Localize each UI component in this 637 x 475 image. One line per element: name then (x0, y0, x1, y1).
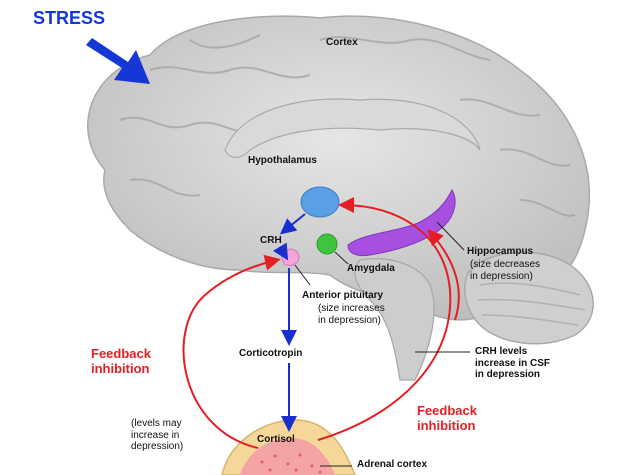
feedback-inhibition-right-label: Feedback inhibition (417, 404, 477, 434)
hypothalamus-label: Hypothalamus (248, 155, 317, 167)
amygdala-label: Amygdala (347, 263, 395, 275)
cortisol-note: (levels may increase in depression) (131, 418, 183, 453)
corticotropin-label: Corticotropin (239, 348, 302, 360)
hypothalamus-shape (301, 187, 339, 217)
hippocampus-label: Hippocampus (467, 246, 533, 258)
crh-label: CRH (260, 235, 282, 247)
anterior-pituitary-note: (size increases in depression) (318, 303, 385, 326)
cortex-label: Cortex (326, 37, 358, 49)
stress-arrow (86, 38, 150, 84)
anterior-pituitary-label: Anterior pituitary (302, 290, 383, 302)
stress-label: STRESS (33, 8, 105, 29)
hippocampus-note: (size decreases in depression) (470, 259, 540, 282)
feedback-inhibition-left-label: Feedback inhibition (91, 347, 151, 377)
adrenal-cortex-label: Adrenal cortex (357, 459, 427, 471)
amygdala-shape (317, 234, 337, 254)
crh-levels-label: CRH levels increase in CSF in depression (475, 346, 550, 381)
cortisol-label: Cortisol (257, 434, 295, 446)
